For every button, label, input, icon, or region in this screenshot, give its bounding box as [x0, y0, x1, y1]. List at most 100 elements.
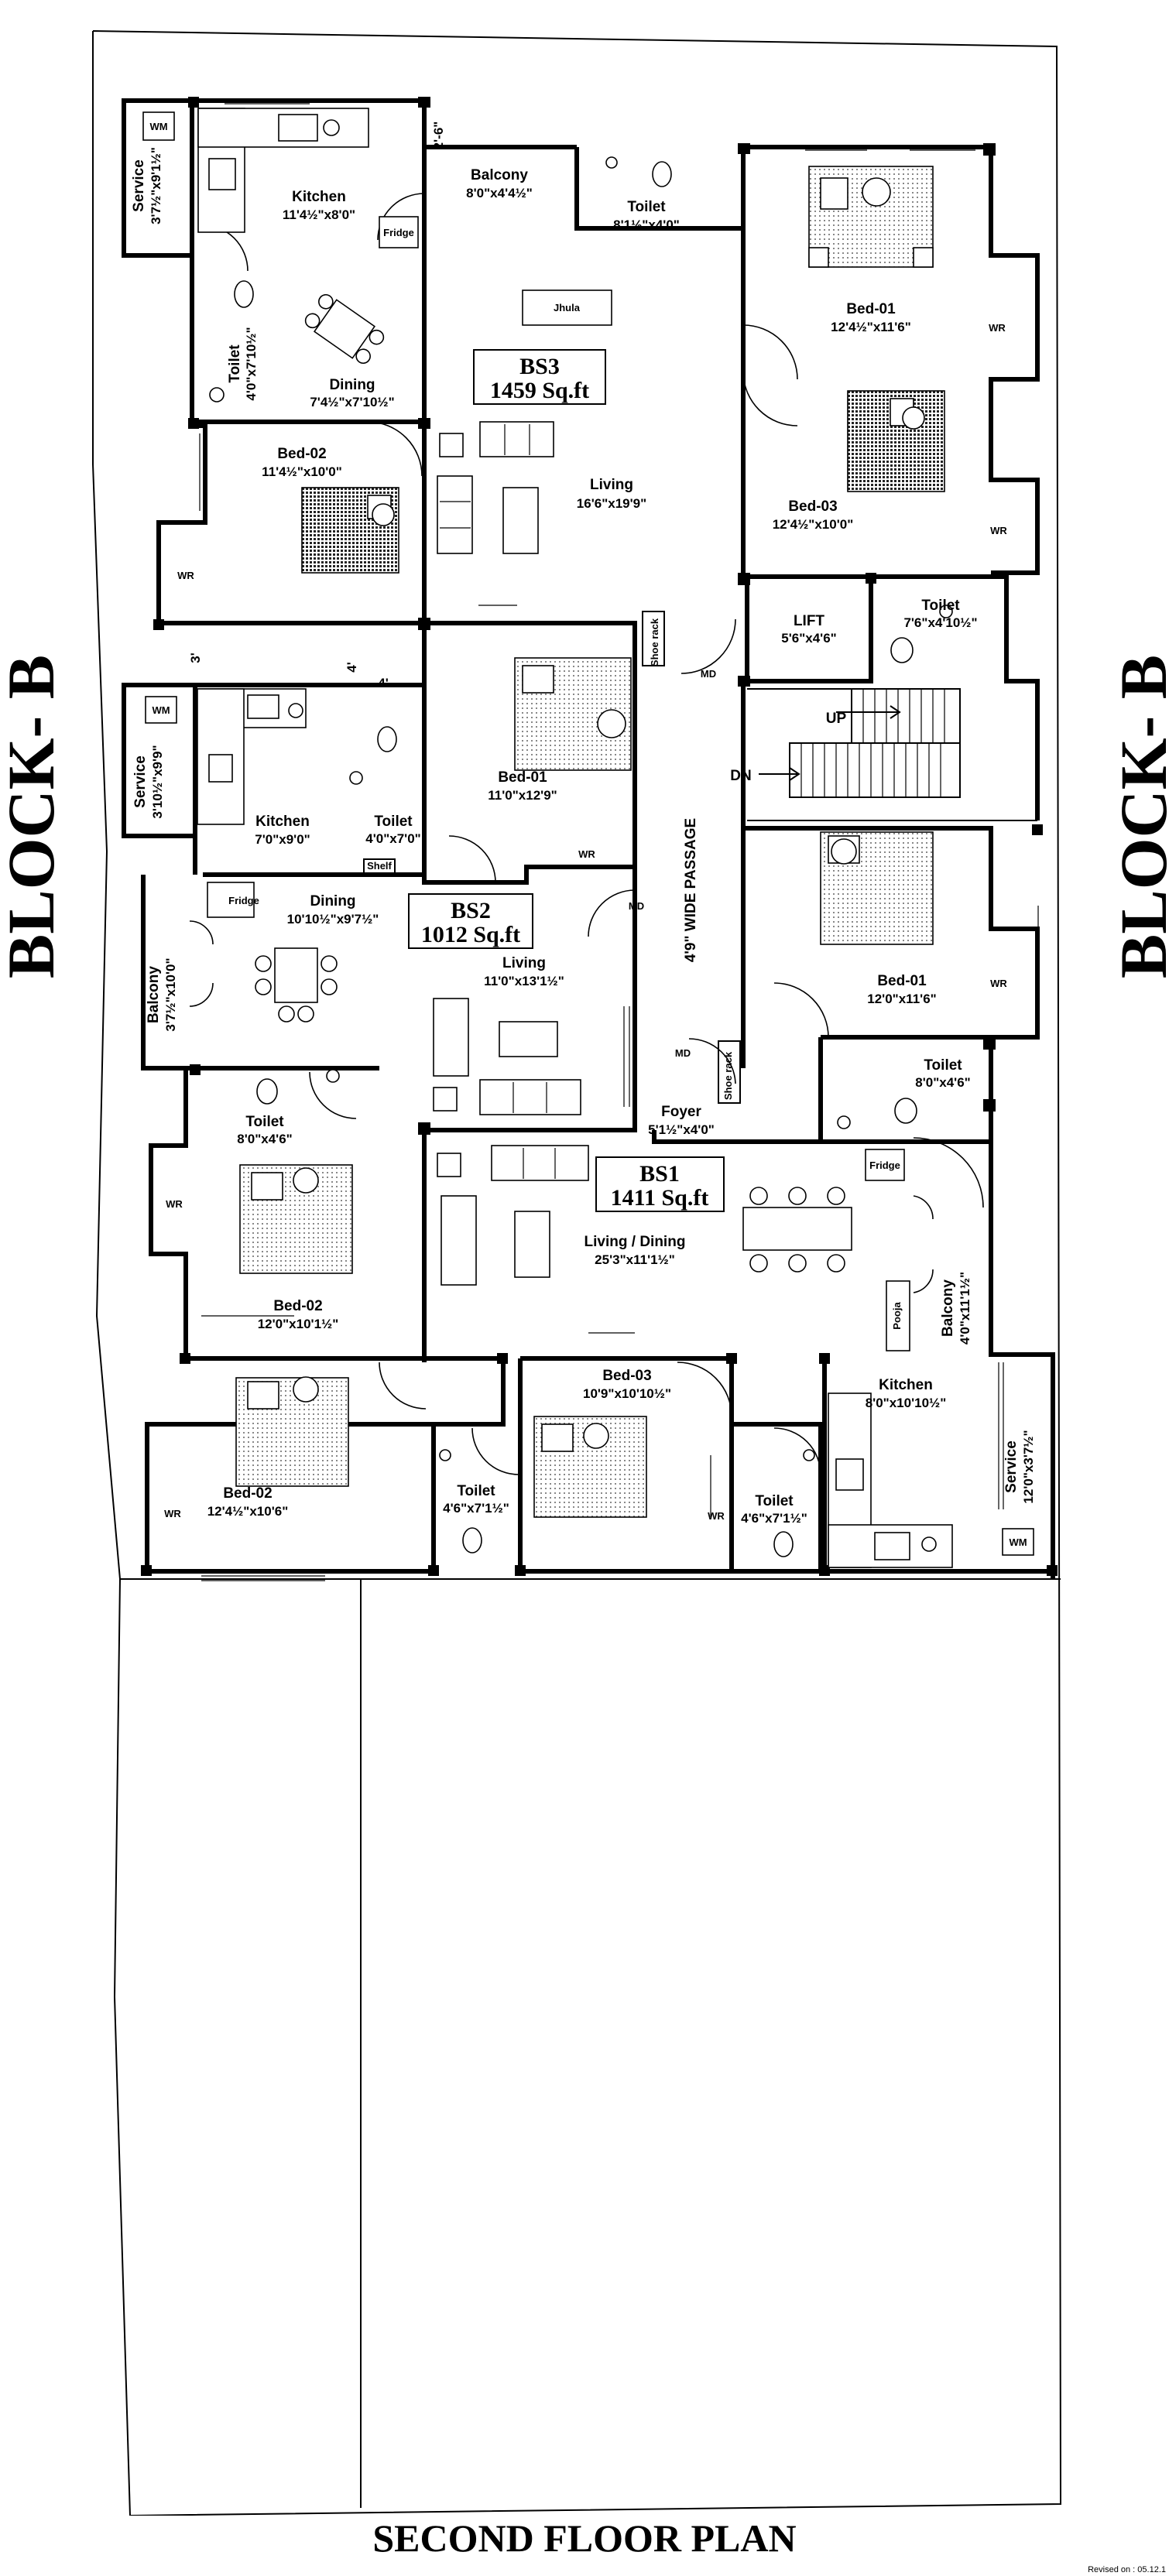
- furniture: [142, 108, 1034, 1568]
- bs1-kitchen-size: 8'0"x10'10½": [866, 1396, 947, 1410]
- building-walls: [122, 98, 1055, 1579]
- bs1-unit-name: BS1: [639, 1161, 680, 1187]
- bs2-dining-size: 10'10½"x9'7½": [287, 912, 379, 927]
- lift-label: LIFT: [794, 613, 824, 629]
- stair-up-tag: UP: [826, 711, 847, 727]
- bs3-kitchen-size: 11'4½"x8'0": [283, 207, 355, 222]
- gap-3-dim: 3': [188, 653, 203, 663]
- bs1-kitchen-label: Kitchen: [879, 1377, 933, 1393]
- bs3-bed01-wr: WR: [989, 322, 1006, 334]
- bs1-wm-tag: WM: [1009, 1536, 1027, 1548]
- bs3-toilet-top-label: Toilet: [627, 199, 666, 215]
- bs3-bed02-label: Bed-02: [277, 446, 326, 462]
- bs3-toilet-left-size: 4'0"x7'10½": [244, 327, 259, 400]
- bs2-bed01-wr: WR: [578, 848, 595, 860]
- bs2-service-label: Service: [132, 755, 149, 808]
- bs1-toilet-b-label: Toilet: [457, 1483, 495, 1499]
- bs3-kitchen-label: Kitchen: [292, 189, 346, 205]
- bs3-toilet-left-label: Toilet: [227, 344, 243, 383]
- bs3-md-tag: MD: [701, 668, 716, 680]
- bs3-service-size: 3'7½"x9'1½": [149, 147, 163, 224]
- bs3-bed02-wr: WR: [177, 570, 194, 581]
- bs1-service-size: 12'0"x3'7½": [1021, 1430, 1036, 1503]
- shoe-rack-top: Shoe rack: [649, 618, 660, 666]
- site-boundary: [92, 30, 1062, 2516]
- bs1-toilet-a-size: 8'0"x4'6": [915, 1075, 970, 1090]
- bs2-bed02-wr: WR: [166, 1198, 183, 1210]
- bs3-unit-area: 1459 Sq.ft: [490, 378, 589, 403]
- floor-plan: Service 3'7½"x9'1½" WM Kitchen 11'4½"x8'…: [92, 30, 1062, 2516]
- bs1-balcony-label: Balcony: [940, 1279, 956, 1337]
- balcony-gap-dim: 2'-6": [431, 122, 446, 150]
- bs3-toilet-lift-label: Toilet: [921, 598, 960, 614]
- foyer-size: 5'1½"x4'0": [648, 1122, 715, 1137]
- bs3-bed02-size: 11'4½"x10'0": [262, 464, 342, 479]
- bs1-bed02-size: 12'4½"x10'6": [207, 1504, 289, 1519]
- foyer-label: Foyer: [661, 1104, 701, 1120]
- bs2-bed02-size: 12'0"x10'1½": [258, 1317, 339, 1331]
- bs3-dining-size: 7'4½"x7'10½": [310, 395, 394, 409]
- bs3-balcony-size: 8'0"x4'4½": [466, 186, 533, 200]
- bs2-fridge-tag: Fridge: [228, 895, 259, 906]
- bs2-toilet-b-size: 8'0"x4'6": [237, 1132, 292, 1146]
- bs1-bed01-wr: WR: [990, 978, 1007, 989]
- windows: [199, 98, 1039, 1581]
- bs2-unit-box: [408, 893, 533, 949]
- bs3-living-size: 16'6"x19'9": [577, 496, 646, 511]
- bs2-md-tag: MD: [629, 900, 644, 912]
- bs1-bed01-label: Bed-01: [877, 973, 927, 989]
- plan-title: SECOND FLOOR PLAN: [372, 2516, 797, 2560]
- bs1-md-tag: MD: [675, 1047, 691, 1059]
- bs3-living-label: Living: [590, 477, 633, 493]
- bs2-unit-name: BS2: [451, 898, 491, 923]
- bs1-unit-area: 1411 Sq.ft: [611, 1185, 709, 1211]
- gap-4b-dim: 4': [378, 676, 389, 690]
- bs1-unit-box: [595, 1156, 725, 1212]
- bs1-bed03-wr: WR: [708, 1510, 725, 1522]
- bs3-bed01-label: Bed-01: [846, 301, 896, 317]
- bs1-bed03-label: Bed-03: [602, 1368, 651, 1384]
- gap-4a-dim: 4': [345, 662, 359, 673]
- bs2-toilet-b-label: Toilet: [245, 1114, 284, 1130]
- bs1-bed02-label: Bed-02: [223, 1485, 272, 1502]
- pooja-tag: Pooja: [891, 1302, 903, 1330]
- bs3-dining-label: Dining: [329, 377, 375, 393]
- passage-label: 4'9" WIDE PASSAGE: [683, 818, 699, 962]
- bs1-toilet-b-size: 4'6"x7'1½": [443, 1501, 509, 1516]
- bs1-fridge-tag: Fridge: [869, 1160, 900, 1171]
- bs2-shelf-tag: Shelf: [367, 860, 392, 872]
- columns: [141, 97, 1058, 1576]
- bs2-dining-label: Dining: [310, 893, 355, 909]
- bs2-living-size: 11'0"x13'1½": [484, 974, 564, 988]
- bs3-service-label: Service: [131, 159, 147, 212]
- bs2-kitchen-size: 7'0"x9'0": [255, 832, 310, 847]
- bs3-bed01-size: 12'4½"x11'6": [831, 320, 911, 334]
- bs2-bed02-label: Bed-02: [273, 1298, 322, 1314]
- bs3-wm-tag: WM: [149, 121, 167, 132]
- bs1-bed02-wr: WR: [164, 1508, 181, 1519]
- bs3-unit-box: [473, 349, 606, 405]
- stair-dn-tag: DN: [730, 768, 751, 784]
- bs3-bed03-wr: WR: [990, 525, 1007, 536]
- bs1-balcony-size: 4'0"x11'1½": [958, 1272, 972, 1345]
- bs2-toilet-a-size: 4'0"x7'0": [365, 831, 420, 846]
- bs1-toilet-a-label: Toilet: [924, 1057, 962, 1074]
- bs2-balcony-label: Balcony: [146, 966, 162, 1023]
- shoe-rack-foyer: Shoe rack: [722, 1051, 734, 1100]
- bs1-toilet-c-size: 4'6"x7'1½": [741, 1511, 807, 1526]
- bs3-bed03-label: Bed-03: [788, 498, 837, 515]
- bs3-fridge-tag: Fridge: [383, 227, 414, 238]
- bs2-unit-area: 1012 Sq.ft: [421, 922, 520, 947]
- bs1-living-size: 25'3"x11'1½": [595, 1252, 675, 1267]
- lift-size: 5'6"x4'6": [781, 631, 836, 646]
- doors: [201, 193, 984, 1475]
- bs2-service-size: 3'10½"x9'9": [150, 745, 165, 818]
- bs2-bed01-label: Bed-01: [498, 769, 547, 786]
- revision-note: Revised on : 05.12.1: [1088, 2565, 1166, 2574]
- bs1-service-label: Service: [1003, 1440, 1020, 1493]
- room-labels: Service 3'7½"x9'1½" WM Kitchen 11'4½"x8'…: [131, 121, 1036, 1548]
- bs3-bed03-size: 12'4½"x10'0": [773, 517, 854, 532]
- bs2-living-label: Living: [502, 955, 546, 971]
- bs3-toilet-top-size: 8'1½"x4'0": [613, 218, 680, 232]
- bs3-toilet-lift-size: 7'6"x4'10½": [903, 615, 977, 630]
